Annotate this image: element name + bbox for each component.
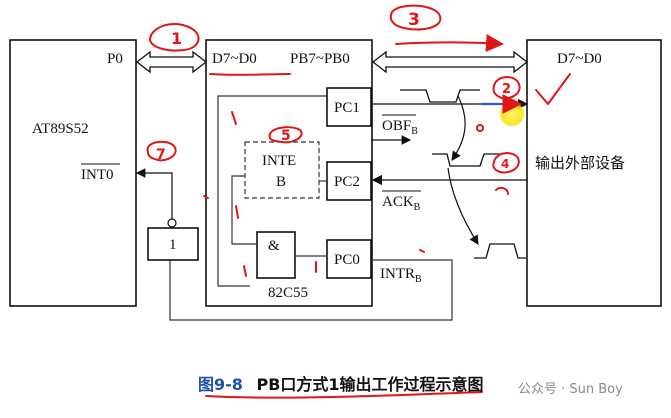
inner-frame-line [217,95,327,287]
ack-label: ACKB [382,194,421,213]
annotation-step-7: 7 [146,140,177,163]
annotation-step-5: 5 [268,126,303,144]
mcu-block [9,39,137,307]
chip-name: 82C55 [268,285,308,301]
mcu-label: AT89S52 [32,121,89,137]
bus-arrow-pb [371,50,529,74]
inverter-symbol: 1 [169,237,177,253]
int0-label: INT0 [81,167,114,183]
caption-number: 图9-8 [198,375,243,394]
svg-text:1: 1 [171,29,182,48]
annotation-step-1: 1 [149,22,200,52]
svg-text:3: 3 [408,10,420,30]
svg-text:5: 5 [281,128,291,144]
mcu-port-label: P0 [107,51,123,67]
annotation-underline-chip [209,73,291,76]
pc1-label: PC1 [334,100,360,116]
annotation-checkmark [535,73,571,105]
bus-arrow-p0 [135,50,208,74]
annotation-step-4: 4 [492,152,520,195]
annotation-pen-marks [203,111,484,277]
annotation-step-3: 3 [389,4,504,52]
svg-text:2: 2 [502,82,511,97]
inte-label-2: B [276,174,286,190]
pc0-box [326,239,372,279]
inte-label-1: INTE [262,153,296,169]
svg-text:4: 4 [501,157,509,171]
svg-text:7: 7 [156,147,166,163]
obf-waveform [400,89,480,103]
device-label: 输出外部设备 [535,154,625,172]
inverter-to-int0 [135,168,173,219]
cursor-highlight [500,102,524,126]
intr-waveform [474,243,526,259]
pc2-label: PC2 [334,174,360,190]
figure-caption: 图9-8 PB口方式1输出工作过程示意图 [198,375,484,394]
intr-wire [169,259,453,321]
caption-title: PB口方式1输出工作过程示意图 [257,375,484,394]
and-gate-symbol: & [268,238,280,254]
pc1-box [326,87,372,127]
annotation-step-2: 2 [492,76,521,100]
inte-to-and [231,175,257,245]
inverter-bubble [167,218,177,228]
chip-data-label: D7~D0 [212,51,257,67]
and-gate [256,231,296,279]
chip-port-label: PB7~PB0 [290,51,350,67]
watermark: 公众号 · Sun Boy [518,382,623,397]
obf-label: OBFB [382,118,418,137]
annotation-caption-underline [205,391,483,399]
device-data-label: D7~D0 [557,51,602,67]
intr-label: INTRB [380,266,422,285]
timing-arrow-2 [447,167,479,246]
ack-waveform [432,153,500,167]
output-device-block [526,39,662,307]
pc0-label: PC0 [334,252,360,268]
timing-arrow-1 [451,95,466,161]
inverter-gate [147,227,199,261]
